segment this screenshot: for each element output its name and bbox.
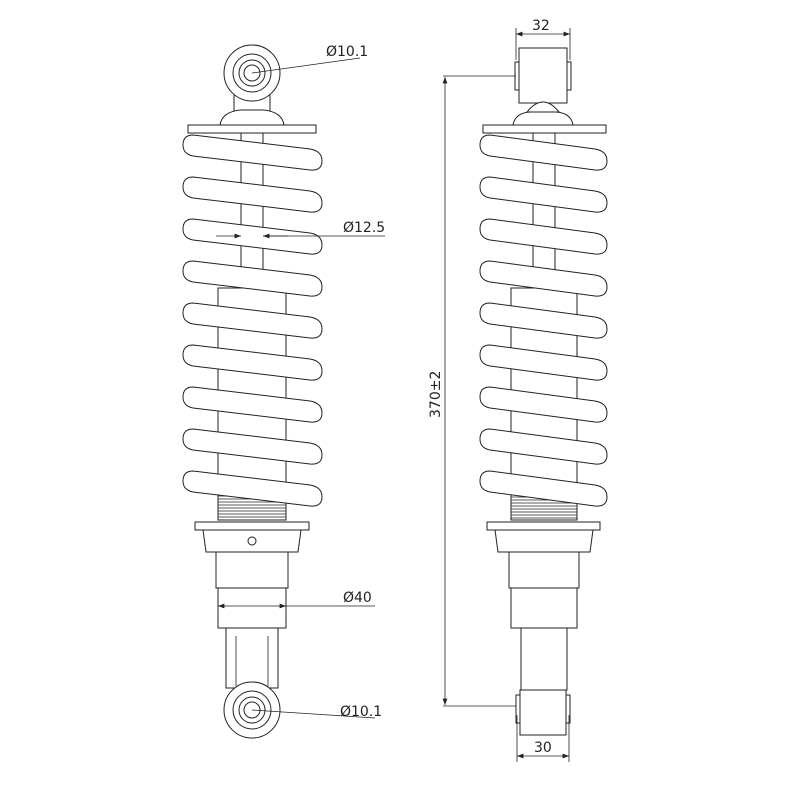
lower-stem	[520, 627, 568, 691]
svg-text:370±2: 370±2	[428, 371, 444, 418]
spring-coil	[479, 428, 608, 465]
lower-body	[510, 587, 578, 629]
lower-threaded-body	[508, 551, 580, 589]
dimension-bottom-width: 30	[516, 715, 570, 762]
dimension-bottom-eye: Ø10.1	[251, 704, 382, 720]
lower-body	[217, 587, 287, 629]
coil-spring	[182, 134, 323, 507]
spring-coil	[182, 260, 323, 297]
spring-coil	[479, 134, 608, 171]
dimension-body: Ø40	[218, 590, 375, 609]
spring-coil	[182, 344, 323, 381]
svg-text:Ø10.1: Ø10.1	[340, 704, 382, 720]
top-mount-block	[512, 47, 574, 126]
svg-text:32: 32	[532, 18, 550, 34]
spring-coil	[479, 386, 608, 423]
svg-text:30: 30	[534, 740, 552, 756]
spring-collar	[486, 521, 601, 553]
spring-coil	[182, 134, 323, 171]
dimension-overall-length: 370±2	[428, 75, 516, 707]
left-shock-view: Ø10.1 Ø12.5 Ø40 Ø10.1	[182, 44, 385, 739]
dimension-top-eye: Ø10.1	[251, 44, 368, 74]
spring-coil	[182, 302, 323, 339]
spring-coil	[182, 470, 323, 507]
spring-coil	[479, 260, 608, 297]
spring-coil	[479, 302, 608, 339]
spring-coil	[479, 470, 608, 507]
spring-coil	[182, 386, 323, 423]
spring-coil	[479, 344, 608, 381]
bottom-mount-block	[515, 689, 571, 736]
dimension-top-width: 32	[515, 18, 571, 60]
svg-text:Ø12.5: Ø12.5	[343, 220, 385, 236]
top-eye-mount	[219, 44, 285, 126]
right-shock-view: 32 370±2 30	[428, 18, 608, 762]
spring-coil	[479, 176, 608, 213]
dimension-rod: Ø12.5	[216, 220, 385, 239]
spring-coil	[479, 218, 608, 255]
spring-coil	[182, 428, 323, 465]
lower-stem	[225, 627, 279, 689]
top-spring-plate	[482, 124, 607, 134]
coil-spring	[479, 134, 608, 507]
svg-text:Ø40: Ø40	[343, 590, 372, 606]
spring-collar	[194, 521, 310, 553]
svg-text:Ø10.1: Ø10.1	[326, 44, 368, 60]
lower-threaded-body	[215, 551, 289, 589]
spring-coil	[182, 218, 323, 255]
top-spring-plate	[187, 124, 317, 134]
spring-coil	[182, 176, 323, 213]
